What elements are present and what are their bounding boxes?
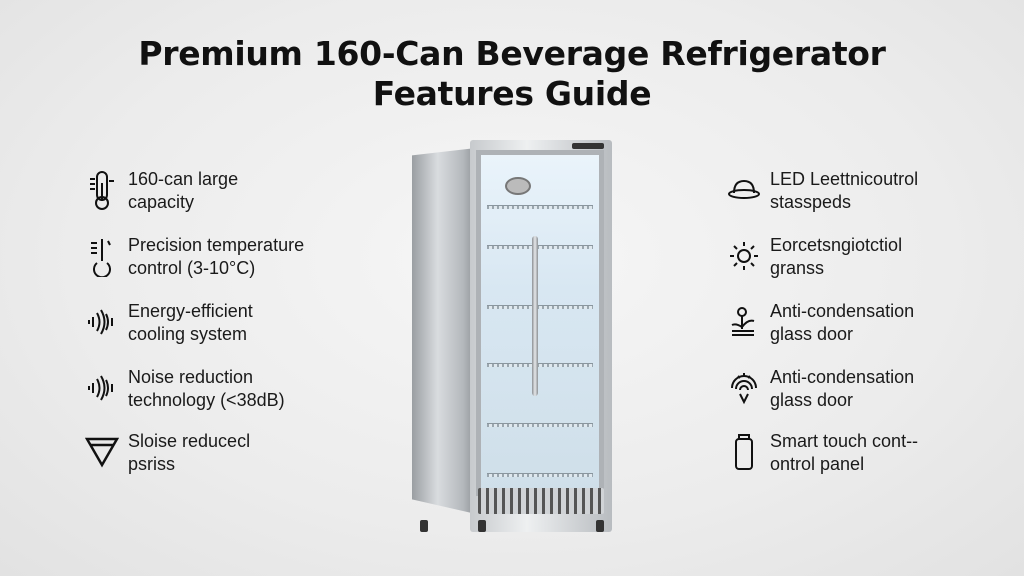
feature-title: Anti-condensation [770, 301, 915, 321]
feature-title: Eorcetsngiotctiol [770, 235, 903, 255]
shelf [487, 205, 593, 209]
feature-touch-panel: Smart touch cont-- ontrol panel [726, 430, 918, 476]
feature-title: Anti-condensation [770, 367, 915, 387]
fridge-side [412, 148, 476, 514]
control-panel [572, 143, 604, 149]
triangle-icon [84, 430, 120, 474]
glass-door [476, 150, 604, 496]
title-line-2: Features Guide [372, 74, 652, 113]
shelf [487, 305, 593, 309]
foot [478, 520, 486, 532]
shelf [487, 363, 593, 367]
feature-title: 160-can large [128, 169, 239, 189]
sound-wave-icon [84, 300, 120, 344]
feature-capacity: 160-can large capacity [84, 168, 238, 214]
shelf [487, 473, 593, 477]
phone-icon [726, 430, 762, 474]
feature-title: Sloise reducecl [128, 431, 251, 451]
feature-anti-condensation: Anti-condensation glass door [726, 300, 914, 346]
fridge-front [470, 140, 612, 532]
feature-subtitle: stasspeds [770, 192, 852, 212]
feature-energy: Energy-efficient cooling system [84, 300, 253, 346]
feature-lighting: Eorcetsngiotctiol granss [726, 234, 902, 280]
feature-title: Energy-efficient [128, 301, 253, 321]
feature-anti-condensation-2: Anti-condensation glass door [726, 366, 914, 412]
page-title: Premium 160-Can Beverage Refrigerator Fe… [0, 34, 1024, 114]
feature-subtitle: glass door [770, 390, 854, 410]
feature-misc: Sloise reducecl psriss [84, 430, 250, 476]
dome-light-icon [726, 168, 762, 212]
temperature-icon [84, 234, 120, 278]
feature-temperature: Precision temperature control (3-10°C) [84, 234, 304, 280]
feature-subtitle: technology (<38dB) [128, 390, 285, 410]
feature-subtitle: ontrol panel [770, 454, 865, 474]
thermometer-icon [84, 168, 120, 212]
door-handle [532, 236, 538, 396]
feature-noise: Noise reduction technology (<38dB) [84, 366, 285, 412]
sound-wave-icon [84, 366, 120, 410]
title-line-1: Premium 160-Can Beverage Refrigerator [138, 34, 886, 73]
fingerprint-icon [726, 366, 762, 410]
sprout-icon [726, 300, 762, 344]
vent-grille [478, 488, 604, 514]
foot [420, 520, 428, 532]
sun-icon [726, 234, 762, 278]
refrigerator-image [412, 140, 612, 532]
feature-subtitle: glass door [770, 324, 854, 344]
foot [596, 520, 604, 532]
feature-title: Precision temperature [128, 235, 305, 255]
feature-subtitle: psriss [128, 454, 176, 474]
feature-subtitle: granss [770, 258, 825, 278]
feature-led: LED Leettnicoutrol stasspeds [726, 168, 918, 214]
feature-subtitle: cooling system [128, 324, 248, 344]
feature-title: Noise reduction [128, 367, 254, 387]
fan-icon [505, 177, 531, 195]
feature-subtitle: capacity [128, 192, 195, 212]
shelf [487, 245, 593, 249]
shelf [487, 423, 593, 427]
feature-title: LED Leettnicoutrol [770, 169, 919, 189]
feature-subtitle: control (3-10°C) [128, 258, 256, 278]
feature-title: Smart touch cont-- [770, 431, 919, 451]
